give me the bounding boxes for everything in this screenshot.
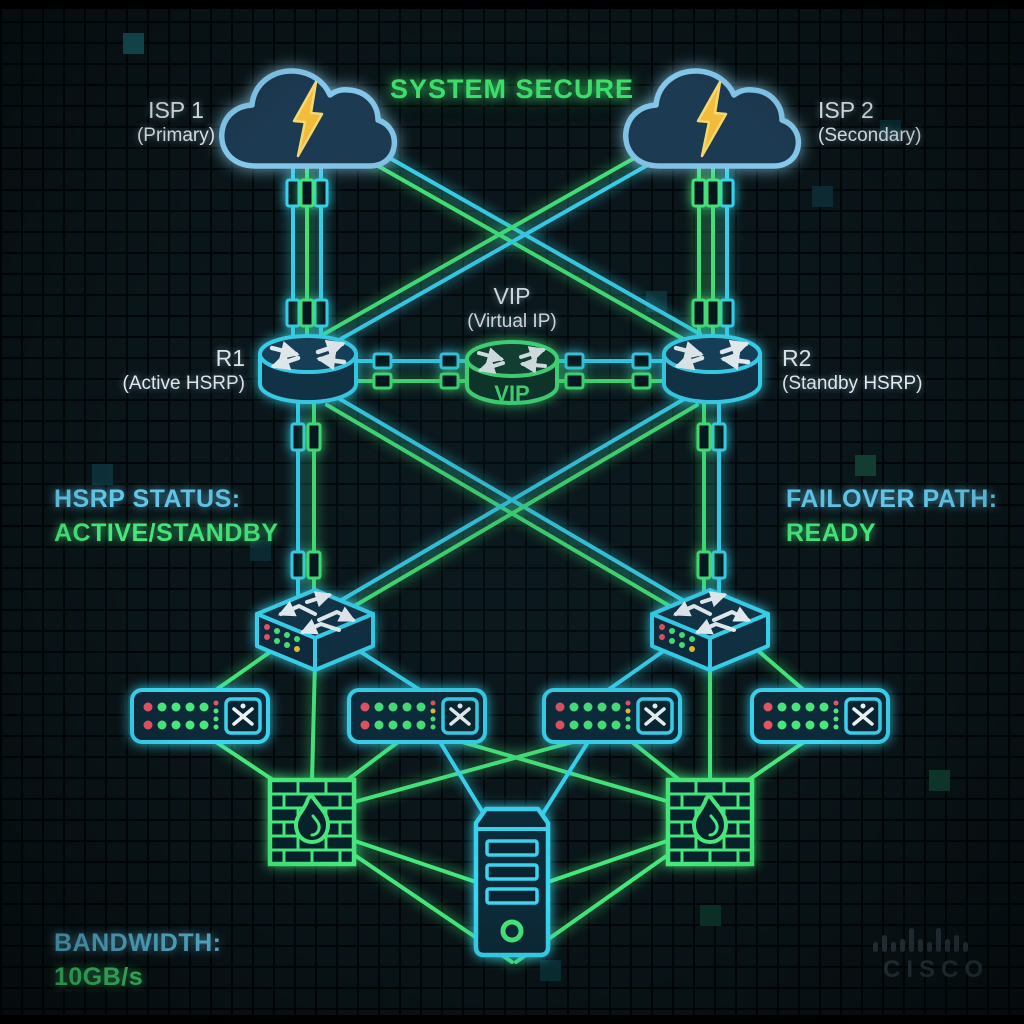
rack-icon — [347, 688, 487, 744]
r1-sub: (Active HSRP) — [122, 373, 245, 395]
r2-label: R2 (Standby HSRP) — [782, 344, 992, 395]
hsrp-status: HSRP STATUS: ACTIVE/STANDBY — [54, 482, 279, 550]
rack-icon — [542, 688, 682, 744]
r2-name: R2 — [782, 345, 812, 371]
r1-label: R1 (Active HSRP) — [55, 344, 245, 395]
switch-left-icon — [255, 588, 375, 672]
r2-sub: (Standby HSRP) — [782, 373, 923, 395]
vip-label: VIP (Virtual IP) — [412, 282, 612, 333]
cisco-logo-icon — [873, 928, 968, 952]
bandwidth-status: BANDWIDTH: 10GB/s — [54, 926, 221, 994]
bottom-edge-bar — [0, 1015, 1024, 1024]
cisco-logo-text: CISCO — [882, 956, 989, 983]
server-tower-icon — [473, 806, 551, 958]
firewall-right-icon — [665, 777, 755, 867]
failover-status: FAILOVER PATH: READY — [786, 482, 998, 550]
r1-name: R1 — [215, 345, 245, 371]
isp2-label: ISP 2 (Secondary) — [818, 96, 988, 147]
vip-badge: VIP — [494, 381, 529, 406]
failover-status-value: READY — [786, 519, 877, 547]
diagram-title: SYSTEM SECURE — [389, 74, 635, 104]
isp1-sub: (Primary) — [136, 125, 216, 147]
isp1-label: ISP 1 (Primary) — [101, 96, 251, 147]
hsrp-status-value: ACTIVE/STANDBY — [54, 519, 279, 547]
router-r2-icon — [662, 334, 762, 404]
bandwidth-value: 10GB/s — [54, 963, 144, 991]
rack-icon — [130, 688, 270, 744]
bandwidth-label: BANDWIDTH: — [54, 929, 222, 957]
isp2-sub: (Secondary) — [818, 125, 922, 147]
top-edge-bar — [0, 0, 1024, 9]
vip-sub: (Virtual IP) — [467, 311, 557, 333]
failover-status-label: FAILOVER PATH: — [786, 485, 998, 513]
firewall-left-icon — [267, 777, 357, 867]
isp1-name: ISP 1 — [148, 97, 204, 123]
switch-right-icon — [650, 588, 770, 672]
isp2-name: ISP 2 — [818, 97, 874, 123]
vip-router-icon: VIP — [465, 340, 559, 406]
hsrp-status-label: HSRP STATUS: — [54, 485, 241, 513]
router-r1-icon — [258, 334, 358, 404]
vip-name: VIP — [493, 283, 531, 309]
server-racks — [130, 688, 890, 744]
rack-icon — [750, 688, 890, 744]
